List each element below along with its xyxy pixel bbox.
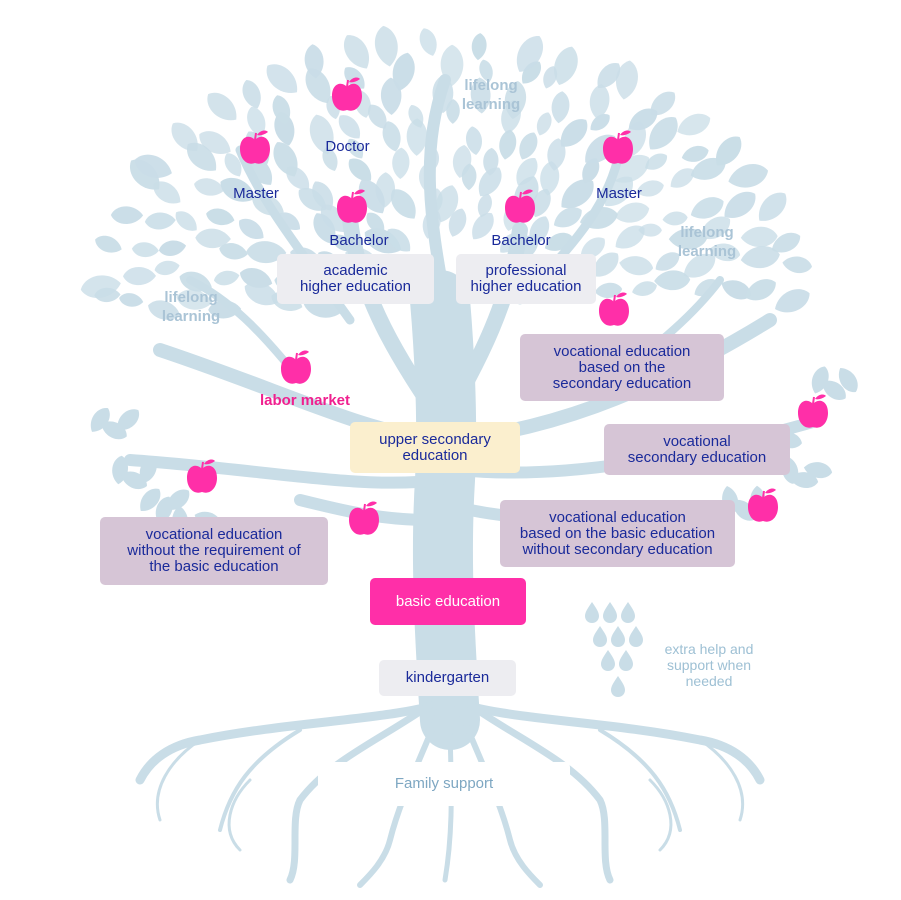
water-drop-icon [611,626,625,647]
leaf-shape [533,109,555,138]
leaf-shape [118,291,145,309]
water-drop-icon [603,602,617,623]
labor-market-label: labor market [259,392,351,409]
master-label-left: Master [233,185,279,202]
leaf-shape [122,266,157,286]
basic-education-box: basic education [370,578,526,625]
leaf-shape [204,205,237,229]
leaf-shape [110,206,144,225]
water-drop-icon [621,602,635,623]
apple-icon [797,393,829,429]
leaf-shape [212,268,241,288]
leaf-shape [157,238,188,258]
apple-icon [280,349,312,385]
leaf-shape [770,283,814,319]
bachelor-label-right: Bachelor [491,232,551,249]
family-support-box: Family support [318,762,570,806]
water-drop-icon [585,602,599,623]
leaf-shape [781,254,814,275]
leaf-shape [673,108,715,141]
tree-roots [135,695,765,888]
leaf-shape [549,90,572,125]
apple-icon [598,291,630,327]
leaf-shape [343,153,377,187]
leaf-shape [666,163,699,194]
leaf-shape [610,219,650,255]
bachelor-label-left: Bachelor [329,232,389,249]
water-drop-icon [593,626,607,647]
leaf-shape [153,258,181,278]
master-label-right: Master [596,185,642,202]
water-drop-icons [585,602,643,697]
leaf-shape [337,29,376,74]
leaf-shape [201,86,244,128]
leaf-shape [725,159,771,193]
leaf-shape [234,213,269,245]
leaf-shape [260,57,305,101]
apple-icon [239,129,271,165]
leaf-shape [470,32,488,61]
leaf-shape [751,186,793,228]
water-drop-icon [629,626,643,647]
leaf-shape [416,25,441,59]
leaf-shape [131,241,160,259]
leaf-shape [171,206,202,236]
leaf-shape [617,253,655,278]
doctor-label: Doctor [325,138,370,155]
leaf-shape [630,278,659,300]
leaf-shape [514,129,542,163]
water-drop-icon [601,650,615,671]
kindergarten-box: kindergarten [379,660,516,696]
leaf-shape [92,232,125,257]
leaf-shape [238,76,266,112]
leaf-shape [144,211,177,231]
water-drop-icon [619,650,633,671]
water-drop-icon [611,676,625,697]
